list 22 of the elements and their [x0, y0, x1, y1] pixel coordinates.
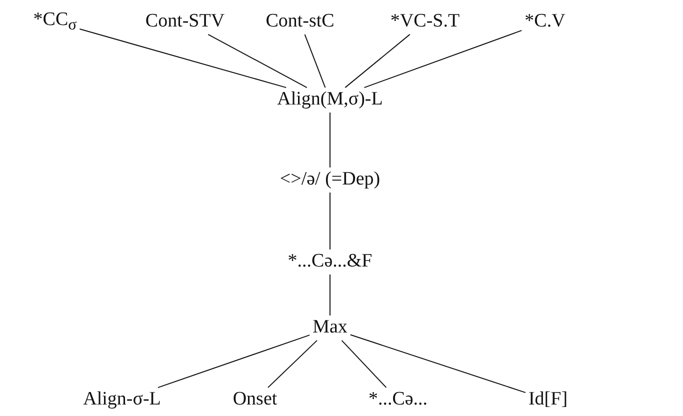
constraint-label: *VC-S.T: [390, 10, 460, 32]
constraint-label: Onset: [232, 388, 278, 410]
constraint-label: *C.V: [524, 10, 566, 32]
connector-line: [208, 34, 308, 88]
connector-line: [304, 34, 326, 88]
constraint-label: *CC$_{σ}$: [33, 8, 77, 30]
constraint-label: <>/ə/ (=Dep): [280, 168, 380, 190]
constraint-label: *...Cə...: [368, 388, 428, 410]
connector-line: [364, 30, 522, 88]
connector-line: [350, 334, 526, 394]
connector-line: [79, 28, 287, 88]
constraint-label: Align(M,σ)-L: [277, 88, 383, 110]
connector-line: [344, 34, 410, 88]
constraint-label: Cont-stC: [266, 10, 334, 32]
constraint-label: Align-σ-L: [83, 388, 161, 410]
connector-line: [341, 340, 387, 388]
constraint-label: *...Cə...&F: [288, 250, 372, 272]
constraint-label: Cont-STV: [145, 10, 225, 32]
constraint-label: Max: [312, 316, 348, 338]
connector-line: [267, 340, 318, 388]
connector-line: [157, 334, 310, 388]
constraint-label: Id[F]: [528, 388, 568, 410]
